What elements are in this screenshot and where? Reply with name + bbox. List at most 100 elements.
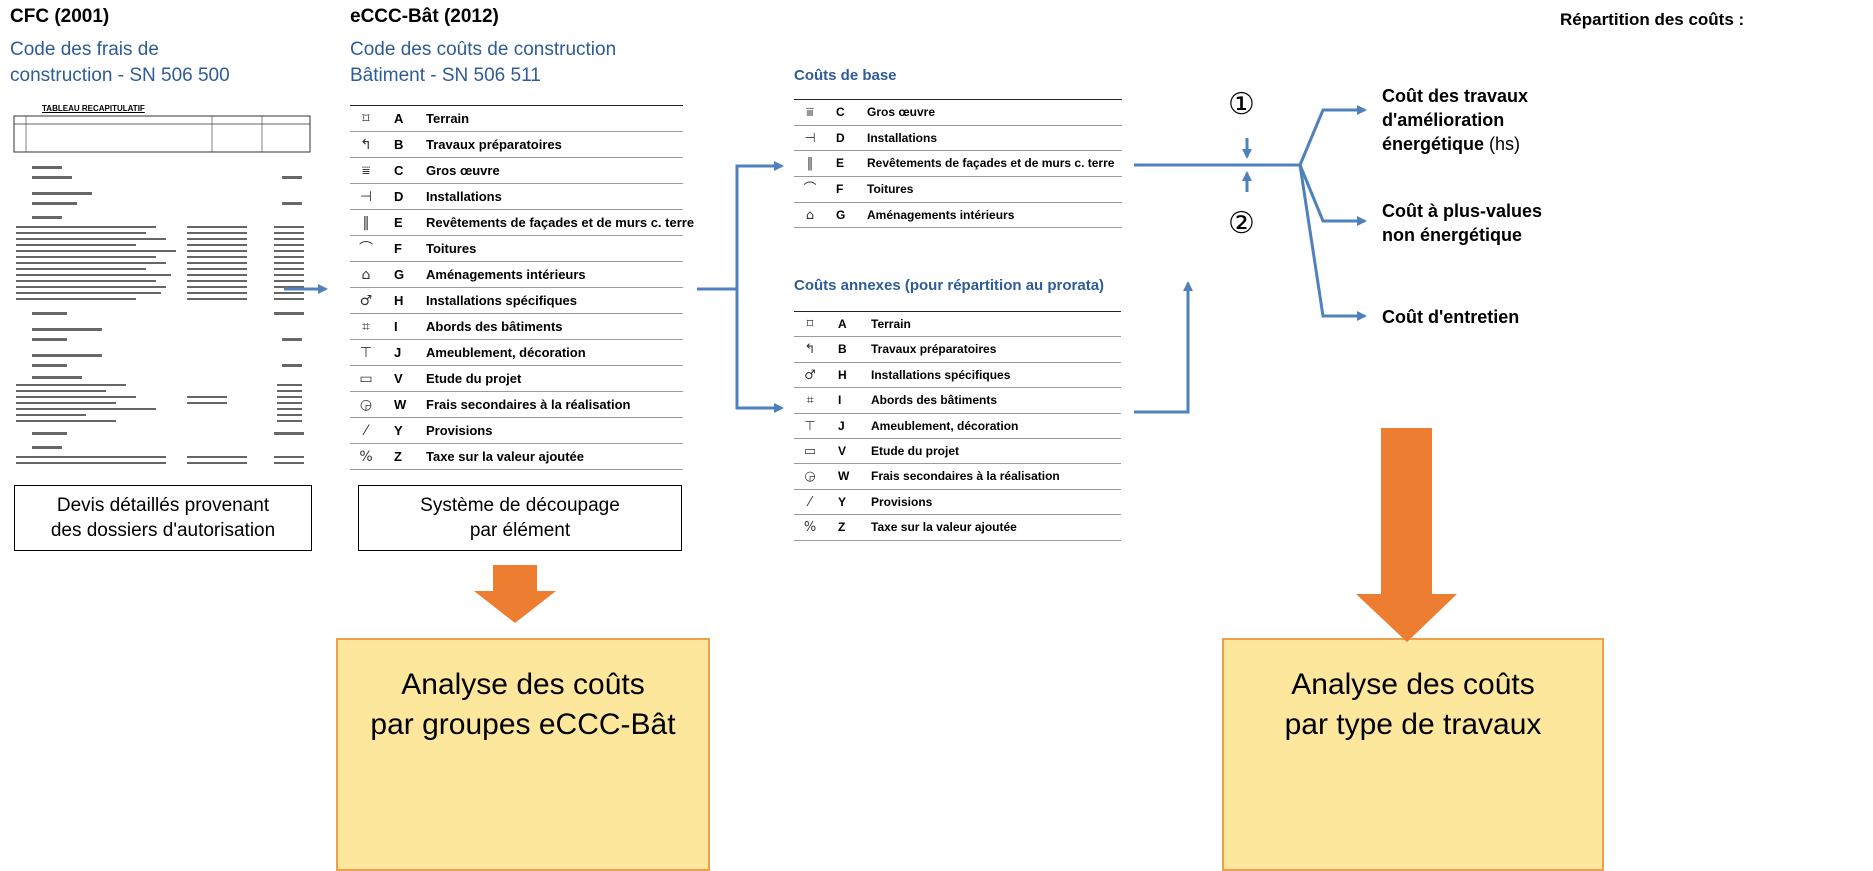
marker-1: ①	[1228, 87, 1255, 122]
row-code: H	[838, 367, 847, 382]
eccc-analysis-line2: par groupes eCCC-Bât	[370, 707, 676, 741]
table-row: ⌂ G Aménagements intérieurs	[794, 203, 1122, 229]
output1-line2: d'amélioration	[1382, 110, 1505, 130]
scanned-table-image	[13, 115, 311, 464]
scan-title: TABLEAU RECAPITULATIF	[42, 104, 145, 113]
cfc-subtitle-line2: construction - SN 506 500	[10, 65, 230, 86]
provisions-icon: ⁄	[808, 494, 812, 510]
etude-icon: ▭	[803, 443, 817, 459]
row-code: Z	[394, 449, 402, 464]
table-row: ⊣ D Installations	[350, 184, 683, 210]
terrain-icon: ⌑	[806, 317, 814, 332]
amenagements-interieurs-icon: ⌂	[361, 267, 371, 283]
repartition-analysis-line2: par type de travaux	[1284, 707, 1542, 741]
row-code: Z	[838, 520, 846, 535]
row-code: G	[394, 267, 405, 282]
facades-icon: ‖	[362, 215, 370, 231]
taxe-icon: %	[359, 449, 373, 465]
output2-line1: Coût à plus-values	[1382, 201, 1543, 221]
installations-specifiques-icon: ♂	[804, 367, 816, 383]
cfc-scanned-document: TABLEAU RECAPITULATIF	[12, 104, 312, 468]
repartition-analysis-line1: Analyse des coûts	[1291, 667, 1535, 701]
travaux-preparatoires-icon: ↰	[360, 137, 372, 153]
row-code: D	[394, 189, 404, 204]
gros-oeuvre-icon: ⩸	[806, 105, 814, 120]
row-code: Y	[838, 494, 847, 509]
abords-icon: ⌗	[806, 393, 814, 409]
table-row: ⌑ A Terrain	[794, 312, 1121, 338]
amenagements-interieurs-icon: ⌂	[805, 207, 815, 223]
travaux-preparatoires-icon: ↰	[804, 342, 816, 358]
output-maintenance: Coût d'entretien	[1382, 307, 1520, 327]
row-label: Etude du projet	[871, 443, 959, 458]
toitures-icon: ⌒	[359, 241, 373, 257]
arrow-to-annexes	[735, 289, 784, 413]
row-label: Terrain	[871, 317, 911, 331]
row-label: Ameublement, décoration	[426, 345, 586, 360]
eccc-box-line1: Système de découpage	[420, 495, 620, 516]
frais-secondaires-icon: ◶	[359, 397, 373, 413]
row-label: Revêtements de façades et de murs c. ter…	[867, 156, 1115, 171]
row-code: E	[394, 215, 403, 230]
cfc-description-box: Devis détaillés provenant des dossiers d…	[14, 485, 312, 551]
row-code: F	[836, 182, 844, 197]
row-code: B	[838, 342, 847, 357]
row-label: Frais secondaires à la réalisation	[426, 397, 631, 412]
row-label: Installations	[426, 189, 502, 204]
row-label: Installations spécifiques	[871, 367, 1011, 382]
table-row: ◶ W Frais secondaires à la réalisation	[350, 392, 683, 418]
arrow-to-base	[697, 161, 784, 291]
cfc-subtitle-line1: Code des frais de	[10, 39, 159, 60]
row-code: W	[394, 397, 407, 412]
row-code: A	[394, 111, 404, 126]
row-label: Aménagements intérieurs	[867, 207, 1015, 222]
row-label: Taxe sur la valeur ajoutée	[426, 449, 584, 464]
row-label: Ameublement, décoration	[871, 418, 1019, 433]
abords-icon: ⌗	[362, 319, 370, 335]
row-label: Terrain	[426, 111, 470, 126]
table-row: ♂ H Installations spécifiques	[794, 363, 1121, 389]
row-label: Taxe sur la valeur ajoutée	[871, 520, 1017, 535]
row-label: Travaux préparatoires	[426, 137, 562, 152]
cfc-title: CFC (2001)	[10, 6, 110, 27]
toitures-icon: ⌒	[803, 182, 817, 198]
installations-icon: ⊣	[359, 189, 373, 205]
row-code: G	[836, 207, 846, 222]
row-label: Travaux préparatoires	[871, 342, 997, 357]
row-code: D	[836, 130, 845, 145]
row-label: Gros œuvre	[426, 163, 500, 178]
cfc-box-line2: des dossiers d'autorisation	[50, 520, 276, 541]
row-label: Frais secondaires à la réalisation	[871, 469, 1060, 484]
annexes-title: Coûts annexes (pour répartition au prora…	[794, 277, 1105, 294]
row-code: I	[838, 393, 842, 408]
row-label: Etude du projet	[426, 371, 522, 386]
row-code: Y	[394, 423, 403, 438]
ameublement-icon: ⊤	[804, 418, 816, 434]
row-code: H	[394, 293, 404, 308]
table-row: ⊤ J Ameublement, décoration	[794, 414, 1121, 439]
row-code: A	[838, 317, 847, 331]
arrow-to-output3	[1298, 164, 1367, 321]
row-label: Provisions	[426, 423, 493, 438]
installations-specifiques-icon: ♂	[359, 293, 373, 309]
output1-line3-suffix: (hs)	[1484, 134, 1521, 154]
row-label: Installations spécifiques	[426, 293, 577, 308]
row-code: J	[838, 418, 845, 433]
row-code: C	[394, 163, 404, 178]
repartition-title: Répartition des coûts :	[1560, 10, 1745, 29]
